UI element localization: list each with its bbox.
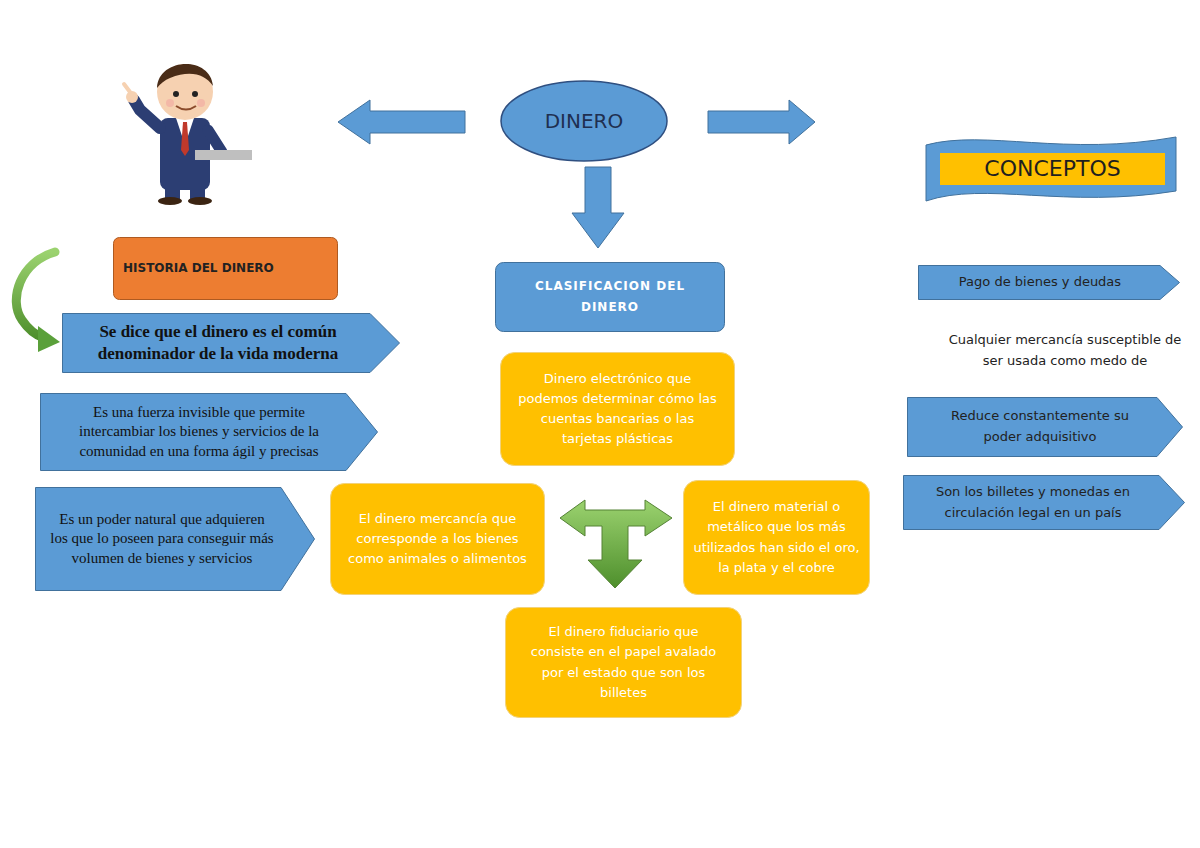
type-box-outline bbox=[500, 352, 735, 466]
businessman-illustration bbox=[124, 64, 252, 205]
node-text: Son los billetes y monedas en circulació… bbox=[903, 475, 1185, 530]
rect-outline bbox=[331, 484, 545, 595]
pentagon-outline bbox=[904, 476, 1185, 530]
node-text: Es un poder natural que adquieren los qu… bbox=[35, 487, 315, 591]
root-ellipse: DINERO bbox=[500, 80, 668, 162]
rect-outline bbox=[506, 608, 742, 718]
node-text: CONCEPTOS bbox=[925, 133, 1177, 203]
node-text: DINERO bbox=[500, 80, 668, 162]
node-text: El dinero material o metálico que los má… bbox=[683, 480, 870, 595]
history-box: HISTORIA DEL DINERO bbox=[113, 237, 338, 300]
concept-arrow: Son los billetes y monedas en circulació… bbox=[903, 475, 1185, 530]
block-arrow bbox=[338, 100, 465, 144]
arrow-box: Es una fuerza invisible que permite inte… bbox=[40, 393, 378, 471]
rect-outline bbox=[501, 353, 735, 466]
pentagon-outline bbox=[63, 314, 400, 373]
category-box: CLASIFICACION DEL DINERO bbox=[495, 262, 725, 332]
block-arrow bbox=[572, 167, 624, 248]
rect-outline bbox=[114, 238, 338, 300]
type-box: El dinero mercancía que corresponde a lo… bbox=[330, 483, 545, 595]
type-box: El dinero material o metálico que los má… bbox=[683, 480, 870, 595]
concept-arrow-outline bbox=[907, 397, 1183, 457]
node-text: Pago de bienes y deudas bbox=[918, 265, 1180, 300]
type-box: Dinero electrónico que podemos determina… bbox=[500, 352, 735, 466]
pentagon-outline bbox=[919, 266, 1180, 300]
node-text: CLASIFICACION DEL DINERO bbox=[495, 262, 725, 332]
node-text: Es una fuerza invisible que permite inte… bbox=[40, 393, 378, 471]
node-text: Se dice que el dinero es el común denomi… bbox=[62, 313, 400, 373]
concept-arrow: Pago de bienes y deudas bbox=[918, 265, 1180, 300]
arrow-box: Es un poder natural que adquieren los qu… bbox=[35, 487, 315, 591]
pentagon-outline bbox=[41, 394, 378, 471]
type-box: El dinero fiduciario que consiste en el … bbox=[505, 607, 742, 718]
ellipse-outline bbox=[501, 81, 667, 161]
type-box-outline bbox=[683, 480, 870, 595]
three-way-arrow bbox=[560, 500, 672, 588]
node-text: Dinero electrónico que podemos determina… bbox=[500, 352, 735, 466]
node-text: El dinero fiduciario que consiste en el … bbox=[505, 607, 742, 718]
rect-outline bbox=[684, 481, 870, 595]
node-text: El dinero mercancía que corresponde a lo… bbox=[330, 483, 545, 595]
rect-outline bbox=[496, 263, 725, 332]
category-box-outline bbox=[495, 262, 725, 332]
concept-arrow: Reduce constantemente su poder adquisiti… bbox=[907, 397, 1183, 457]
arrow-box: Se dice que el dinero es el común denomi… bbox=[62, 313, 400, 373]
concept-banner: CONCEPTOS bbox=[925, 133, 1177, 203]
type-box-outline bbox=[505, 607, 742, 718]
concept-note: Cualquier mercancía susceptible de ser u… bbox=[942, 330, 1188, 372]
pentagon-outline bbox=[908, 398, 1183, 457]
block-arrow bbox=[708, 100, 815, 144]
node-text: Reduce constantemente su poder adquisiti… bbox=[907, 397, 1183, 457]
pentagon-outline bbox=[36, 488, 315, 591]
node-text: HISTORIA DEL DINERO bbox=[113, 237, 338, 300]
curved-arrow bbox=[16, 252, 60, 352]
concept-arrow-outline bbox=[903, 475, 1185, 530]
